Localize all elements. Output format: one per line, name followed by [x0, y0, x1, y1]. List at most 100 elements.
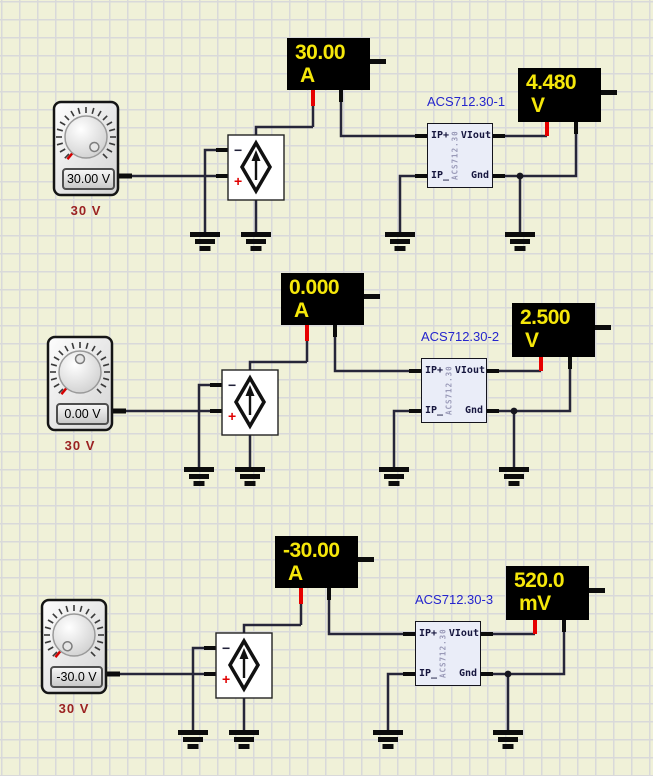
pin-stub	[481, 672, 493, 676]
wire	[392, 409, 409, 467]
knob-tick	[96, 350, 102, 356]
voltmeter-positive-pin	[533, 620, 537, 634]
knob-tick	[94, 619, 101, 624]
knob-range-label: 30 V	[58, 701, 90, 716]
knob-tick	[50, 363, 58, 367]
ammeter-display[interactable]: 30.00 A	[287, 38, 386, 90]
ground-symbol	[499, 467, 529, 486]
ammeter-display[interactable]: -30.00 A	[275, 536, 374, 588]
knob-tick	[44, 626, 52, 630]
voltmeter-unit: V	[531, 94, 545, 117]
schematic-graphics: − +	[40, 588, 566, 749]
source-pos-label: +	[228, 408, 236, 424]
ground-symbol	[373, 730, 403, 749]
ammeter-value: 0.000	[289, 276, 340, 299]
ammeter-value: -30.00	[283, 539, 340, 562]
controlled-current-source[interactable]: − +	[227, 134, 285, 201]
knob-tick	[79, 605, 83, 613]
knob-ticks	[50, 342, 110, 394]
pin-stubs	[118, 90, 578, 179]
knob-tick	[97, 110, 102, 117]
knob-tick	[102, 363, 110, 367]
voltmeter-value: 520.0	[514, 569, 565, 592]
ammeter-positive-pin	[311, 90, 315, 106]
knob-tick	[52, 651, 58, 657]
knob-tick	[53, 383, 60, 388]
pin-label-viout: VIout	[454, 365, 485, 376]
ammeter-negative-pin	[339, 90, 343, 102]
wire	[505, 134, 578, 178]
knob-tick	[56, 128, 64, 132]
pin-stub	[415, 174, 427, 178]
knob-tick	[100, 356, 107, 361]
knob-dot	[74, 353, 86, 365]
knob-tick	[108, 128, 116, 132]
voltmeter-display[interactable]: 2.500 V	[512, 303, 611, 357]
pin-stub	[118, 173, 132, 179]
knob-tick	[90, 651, 96, 657]
junction-dot	[504, 670, 512, 678]
knob-tick	[100, 383, 107, 388]
acs712-sensor-ic[interactable]: IP+ IP_ VIout Gnd ACS712.30	[421, 358, 487, 423]
knob-tick	[56, 142, 64, 146]
schematic-graphics: − +	[52, 90, 578, 251]
pin-stub	[409, 409, 421, 413]
pin-label-viout: VIout	[448, 628, 479, 639]
ic-part-name: ACS712.30	[450, 130, 460, 180]
pin-label-ip-minus: IP_	[419, 668, 438, 679]
knob-voltage-readout: 30.00 V	[62, 168, 115, 190]
pin-stub	[403, 672, 415, 676]
acs712-sensor-ic[interactable]: IP+ IP_ VIout Gnd ACS712.30	[427, 123, 493, 188]
knob-tick	[96, 388, 102, 394]
knob-dial[interactable]	[58, 350, 102, 394]
wires	[120, 598, 566, 730]
pin-label-ip-minus: IP_	[431, 170, 450, 181]
knob-voltage-readout: 0.00 V	[56, 403, 109, 425]
knob-tick	[106, 121, 113, 126]
knob-dial[interactable]	[52, 613, 96, 657]
current-arrow-head	[245, 385, 255, 396]
pin-stub	[493, 174, 505, 178]
wire	[398, 174, 415, 232]
ammeter-positive-pin	[305, 325, 309, 341]
ground-symbol	[235, 467, 265, 486]
current-arrow-head	[239, 648, 249, 659]
knob-tick	[70, 110, 75, 117]
ammeter-unit: A	[300, 64, 315, 87]
voltmeter-display[interactable]: 520.0 mV	[506, 566, 605, 620]
ammeter-negative-pin	[327, 588, 331, 600]
ic-reference-label: ACS712.30-2	[421, 329, 500, 344]
knob-dial[interactable]	[64, 115, 108, 159]
ground-symbol	[493, 730, 523, 749]
ground-symbol	[505, 232, 535, 251]
voltmeter-negative-pin	[568, 357, 572, 369]
knob-tick	[65, 605, 69, 613]
current-arrow-head	[251, 150, 261, 161]
voltmeter-display[interactable]: 4.480 V	[518, 68, 617, 122]
ammeter-positive-pin	[299, 588, 303, 604]
knob-tick	[58, 608, 63, 615]
ammeter-unit: A	[288, 562, 303, 585]
pin-stubs	[112, 325, 572, 414]
pin-label-ip-plus: IP+	[419, 628, 438, 639]
wire	[191, 646, 204, 730]
voltmeter-unit: mV	[519, 592, 551, 615]
junction-dot	[516, 172, 524, 180]
knob-range-label: 30 V	[64, 438, 96, 453]
knob-tick	[85, 342, 89, 350]
knob-tick	[85, 608, 90, 615]
controlled-current-source[interactable]: − +	[215, 632, 273, 699]
acs712-sensor-ic[interactable]: IP+ IP_ VIout Gnd ACS712.30	[415, 621, 481, 686]
voltmeter-right-stub	[589, 588, 605, 593]
wires	[132, 100, 578, 232]
knob-tick	[94, 646, 101, 651]
knob-tick	[91, 107, 95, 115]
voltmeter-right-stub	[595, 325, 611, 330]
controlled-current-source[interactable]: − +	[221, 369, 279, 436]
knob-tick	[106, 148, 113, 153]
wire	[203, 148, 216, 232]
knob-dot	[89, 141, 100, 153]
ic-reference-label: ACS712.30-1	[427, 94, 506, 109]
pin-stub	[210, 383, 222, 387]
ammeter-display[interactable]: 0.000 A	[281, 273, 380, 325]
